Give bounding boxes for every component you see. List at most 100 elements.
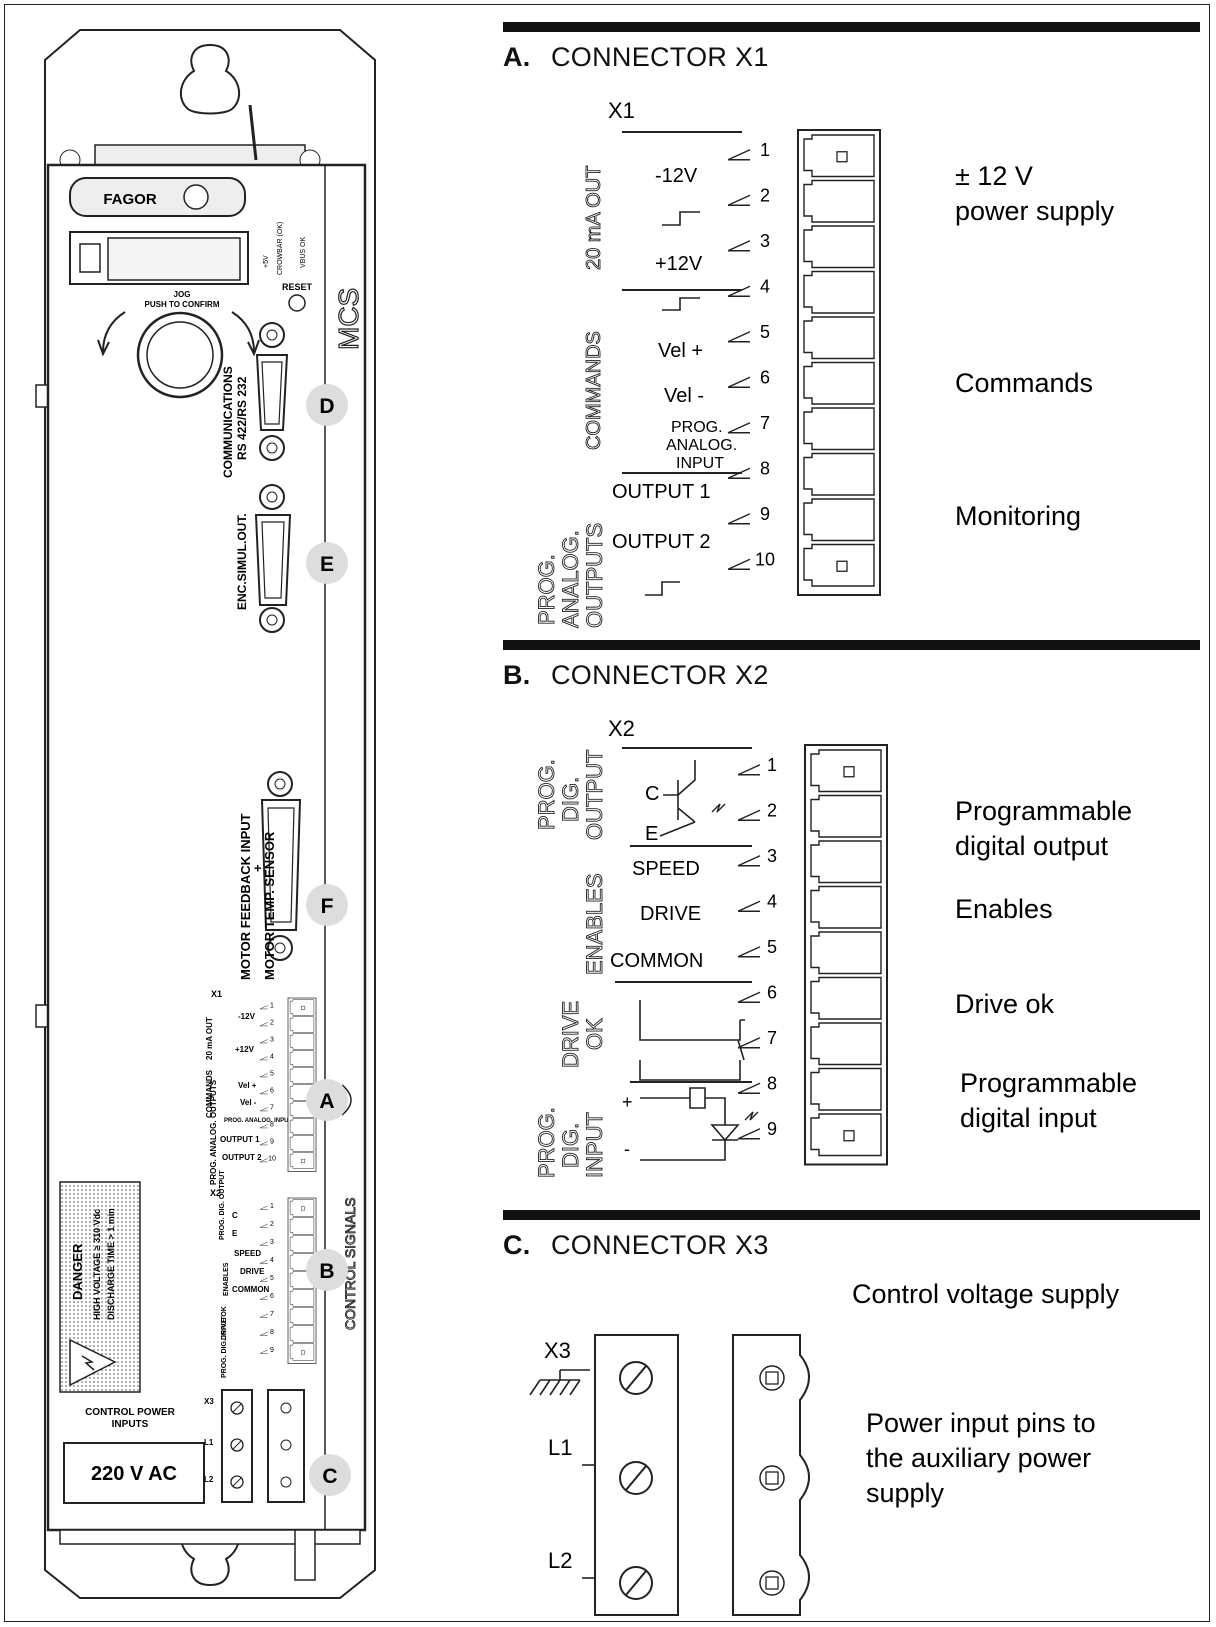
terminal-cell	[289, 1235, 315, 1253]
x1-label-out2: OUTPUT 2	[612, 531, 711, 553]
terminal-pin-number: 8	[767, 1073, 777, 1093]
terminal-pin-number: 8	[270, 1329, 274, 1336]
terminal-cell	[289, 1217, 315, 1235]
terminal-cell	[289, 1050, 315, 1067]
voltage-box	[63, 1442, 205, 1504]
wire-lead	[259, 1349, 268, 1354]
x1-group-commands: COMMANDS	[583, 331, 605, 450]
x1-group-analog-out-3: OUTPUTS	[582, 523, 607, 628]
terminal-pin-number: 4	[767, 891, 777, 911]
terminal-pin-number: 1	[270, 1003, 274, 1010]
x2-desc-drive-ok: Drive ok	[955, 989, 1055, 1019]
x2-group-dig-in-1: PROG.	[534, 1107, 559, 1178]
wire-lead	[737, 946, 761, 958]
wire-lead	[259, 1141, 268, 1146]
callout-c: C	[309, 1454, 351, 1496]
terminal-cell	[803, 498, 875, 542]
terminal-pin-number: 3	[270, 1239, 274, 1246]
wire-lead	[737, 1128, 761, 1140]
reset-label: RESET	[282, 282, 313, 292]
callout-f: F	[306, 884, 348, 926]
x1-desc-monitoring: Monitoring	[955, 501, 1081, 531]
danger-text-voltage: HIGH VOLTAGE ≥ 310 Vdc	[92, 1209, 102, 1320]
x3-title: X3	[544, 1338, 571, 1363]
mini-x1-group-commands: COMMANDS	[205, 1069, 214, 1118]
terminal-pin-marker	[301, 1206, 306, 1211]
mini-x1-label-velp: Vel +	[238, 1081, 257, 1090]
terminal-pin-number: 7	[767, 1028, 777, 1048]
x1-label-out1: OUTPUT 1	[612, 481, 711, 503]
wire-lead	[727, 467, 751, 479]
terminal-pin-number: 10	[268, 1156, 276, 1163]
power-input-label: CONTROL POWER	[85, 1407, 176, 1418]
mini-x3-pin-l2: L2	[204, 1475, 214, 1484]
callout-d: D	[306, 384, 348, 426]
section-b-letter: B.	[503, 660, 531, 690]
x1-label-input: INPUT	[676, 455, 724, 472]
terminal-pin-number: 8	[270, 1122, 274, 1129]
x3-pin-l2: L2	[548, 1548, 572, 1573]
terminal-pin-number: 9	[760, 504, 770, 524]
wire-lead	[727, 376, 751, 388]
terminal-pin-number: 5	[270, 1071, 274, 1078]
motor-port-label: MOTOR FEEDBACK INPUT	[238, 813, 253, 980]
danger-text-discharge: DISCHARGE TIME > 1 min	[106, 1208, 116, 1320]
svg-text:B: B	[319, 1260, 334, 1283]
wire-lead	[259, 1223, 268, 1228]
x2-label-plus: +	[622, 1092, 633, 1112]
section-b-heading: CONNECTOR X2	[551, 660, 769, 690]
terminal-cell	[289, 1135, 315, 1152]
terminal-cell	[289, 1325, 315, 1343]
terminal-pin-number: 3	[767, 846, 777, 866]
wire-lead	[259, 1124, 268, 1129]
danger-title: DANGER	[70, 1243, 85, 1300]
mini-x1-label-m12v: -12V	[238, 1012, 256, 1021]
terminal-cell	[803, 179, 875, 223]
x1-label-prog: PROG.	[671, 419, 723, 436]
section-a-heading: CONNECTOR X1	[551, 42, 769, 72]
terminal-pin-number: 6	[760, 367, 770, 387]
wire-lead	[737, 1082, 761, 1094]
terminal-pin-marker	[843, 1130, 855, 1142]
terminal-pin-number: 8	[760, 458, 770, 478]
reset-button[interactable]	[288, 294, 306, 312]
wire-lead	[259, 1277, 268, 1282]
wire-lead	[259, 1158, 268, 1163]
terminal-cell	[289, 1016, 315, 1033]
x2-group-enables: ENABLES	[582, 874, 607, 976]
terminal-pin-number: 7	[270, 1105, 274, 1112]
x2-label-e: E	[645, 823, 658, 845]
wire-lead	[727, 285, 751, 297]
terminal-cell	[810, 1022, 882, 1066]
x2-group-dig-out-3: OUTPUT	[582, 750, 607, 840]
terminal-pin-marker	[301, 1158, 306, 1163]
terminal-pin-number: 5	[760, 322, 770, 342]
terminal-pin-marker	[843, 766, 855, 778]
encoder-port-label: ENC.SIMUL.OUT.	[235, 513, 249, 610]
wire-lead	[727, 194, 751, 206]
terminal-cell	[289, 1033, 315, 1050]
wire-lead	[259, 1295, 268, 1300]
terminal-pin-number: 4	[270, 1257, 274, 1264]
terminal-pin-number: 5	[270, 1275, 274, 1282]
terminal-cell	[810, 1067, 882, 1111]
wire-lead	[727, 149, 751, 161]
page-frame	[4, 4, 1210, 1622]
terminal-cell	[810, 976, 882, 1020]
encoder-port-connector	[254, 484, 292, 633]
terminal-cell	[810, 931, 882, 975]
x2-label-common: COMMON	[610, 950, 703, 972]
x3-screw-terminal	[594, 1334, 679, 1616]
mini-x2-label-common: COMMON	[232, 1285, 270, 1294]
x1-title: X1	[608, 98, 635, 123]
mini-x3-pin-l1: L1	[204, 1438, 214, 1447]
section-a-title: A.CONNECTOR X1	[503, 42, 769, 73]
terminal-pin-number: 6	[270, 1293, 274, 1300]
terminal-pin-number: 10	[755, 549, 775, 569]
x2-group-drive-ok-1: DRIVE	[558, 1001, 583, 1068]
x1-group-analog-out-2: ANALOG.	[558, 530, 583, 628]
section-c-letter: C.	[503, 1230, 531, 1260]
x3-plug	[732, 1334, 810, 1616]
mini-x2-group-drive-ok: DRIVE OK	[221, 1306, 228, 1340]
